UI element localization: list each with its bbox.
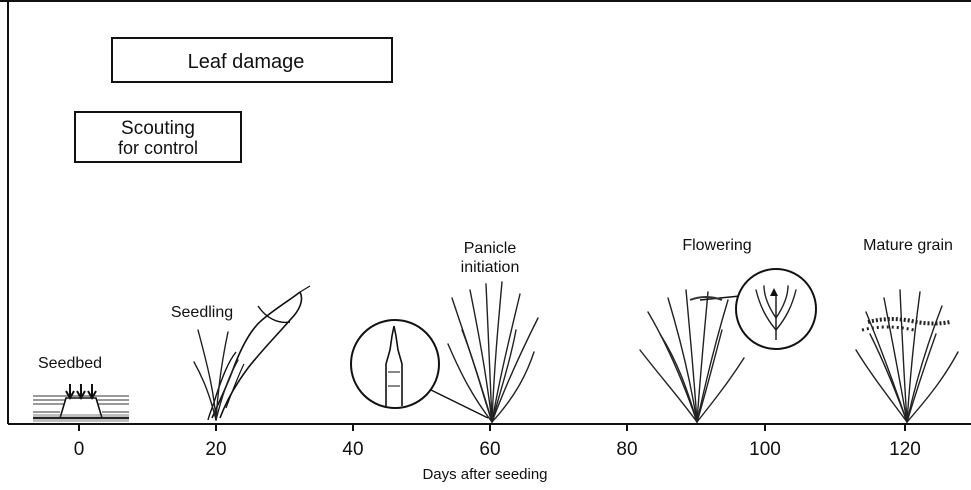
stage-label-flowering: Flowering xyxy=(682,237,751,254)
panicle-plant xyxy=(448,282,538,422)
tick-label-20: 20 xyxy=(205,439,226,460)
x-axis-ticks xyxy=(79,424,905,431)
scouting-label-line1: Scouting xyxy=(121,118,195,139)
seedbed-illustration xyxy=(33,384,129,423)
stage-label-seedbed: Seedbed xyxy=(38,355,102,372)
stage-label-panicle-line1: Panicle xyxy=(464,240,517,257)
tick-label-80: 80 xyxy=(616,439,637,460)
tick-label-100: 100 xyxy=(749,439,781,460)
seed-arrows xyxy=(66,384,96,398)
tick-label-0: 0 xyxy=(74,439,85,460)
scouting-label-line2: for control xyxy=(118,138,198,158)
stage-label-seedling: Seedling xyxy=(171,304,233,321)
x-axis-tick-labels: 0 20 40 60 80 100 120 xyxy=(74,439,921,460)
leaf-damage-label: Leaf damage xyxy=(188,51,305,73)
tick-label-40: 40 xyxy=(342,439,363,460)
mature-grain-illustration xyxy=(856,290,958,422)
flowering-illustration xyxy=(640,269,816,422)
panicle-initiation-illustration xyxy=(351,282,538,422)
stage-label-mature: Mature grain xyxy=(863,237,953,254)
tick-label-60: 60 xyxy=(479,439,500,460)
flowering-plant xyxy=(640,290,744,422)
x-axis-title: Days after seeding xyxy=(422,466,547,483)
tick-label-120: 120 xyxy=(889,439,921,460)
stage-label-panicle-line2: initiation xyxy=(461,259,520,276)
scouting-box: Scouting for control xyxy=(75,112,241,162)
leaf-damage-box: Leaf damage xyxy=(112,38,392,82)
